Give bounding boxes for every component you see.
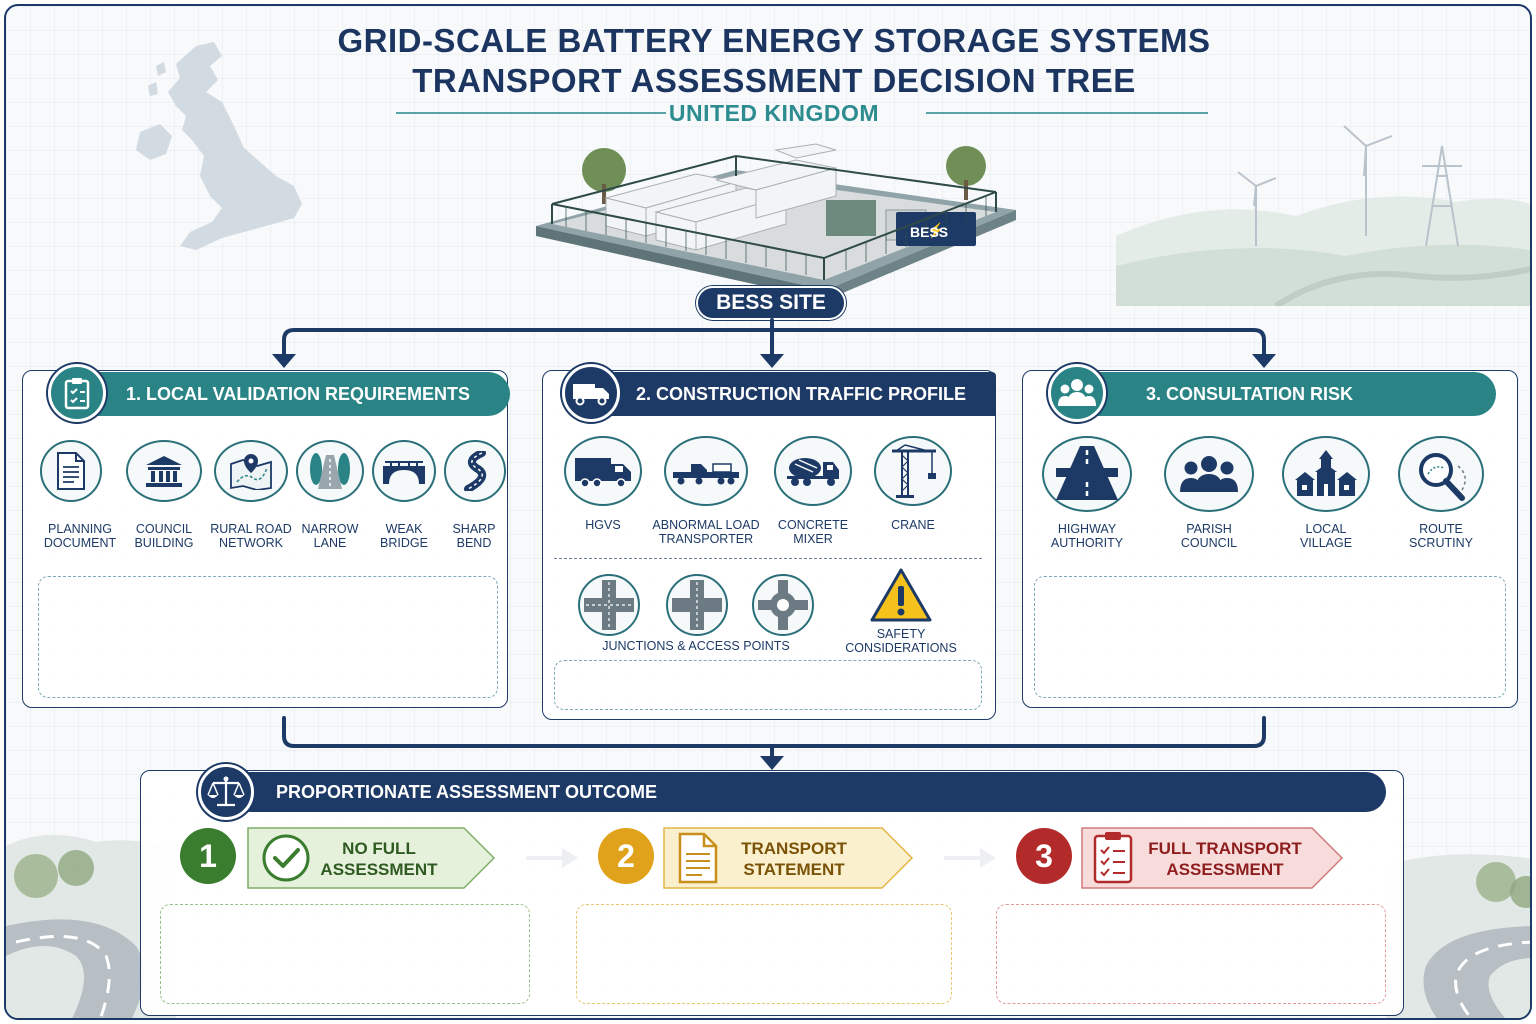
village-icon <box>1282 436 1370 512</box>
magnifier-icon <box>1398 436 1484 512</box>
warning-icon <box>870 568 932 622</box>
crane-icon <box>874 436 952 506</box>
page-title-line-1: GRID-SCALE BATTERY ENERGY STORAGE SYSTEM… <box>337 22 1211 59</box>
truck-icon <box>562 364 620 422</box>
document-icon <box>40 440 102 502</box>
road-left-decoration <box>6 834 176 1018</box>
item-hgvs: HGVs <box>585 518 621 532</box>
item-crane: CRANE <box>891 518 935 532</box>
map-pin-icon <box>214 440 288 502</box>
statement-icon <box>678 832 718 884</box>
step-2-number: 2 <box>598 828 654 884</box>
construction-traffic-panel <box>542 370 996 720</box>
local-validation-banner: 1. LOCAL VALIDATION REQUIREMENTS <box>74 372 510 416</box>
step-1-number: 1 <box>180 828 236 884</box>
traffic-notes-box <box>554 660 982 710</box>
bess-sign-text: BESS <box>910 224 949 240</box>
step-2-notes-box <box>576 904 952 1004</box>
construction-traffic-title: 2. CONSTRUCTION TRAFFIC PROFILE <box>636 383 966 404</box>
step-3-number: 3 <box>1016 828 1072 884</box>
local-validation-panel <box>22 370 508 708</box>
checklist-icon <box>1093 832 1133 884</box>
local-validation-title: 1. LOCAL VALIDATION REQUIREMENTS <box>126 383 471 404</box>
step-1-card <box>247 827 496 889</box>
step-2-card <box>663 827 914 889</box>
page-title-line-2: TRANSPORT ASSESSMENT DECISION TREE <box>412 62 1136 99</box>
check-icon <box>262 834 310 882</box>
junctions-access-points-label: JUNCTIONS & ACCESS POINTS <box>602 639 790 653</box>
step-3-card <box>1081 827 1344 889</box>
subtitle-rule-left <box>396 112 666 114</box>
people-icon <box>1048 364 1106 422</box>
countryside-landscape <box>1116 125 1530 306</box>
scales-icon <box>198 764 254 820</box>
outcome-banner: PROPORTIONATE ASSESSMENT OUTCOME <box>226 772 1386 812</box>
uk-map-icon <box>136 42 302 250</box>
consultation-risk-banner: 3. CONSULTATION RISK <box>1076 372 1496 416</box>
step-3-notes-box <box>996 904 1386 1004</box>
council-building-icon <box>126 440 202 502</box>
road-right-decoration <box>1386 854 1530 1018</box>
consultation-notes-box <box>1034 576 1506 698</box>
junction-icon <box>666 574 728 636</box>
narrow-lane-icon <box>296 440 364 502</box>
crossroads-icon <box>578 574 640 636</box>
highway-icon <box>1042 436 1132 512</box>
bridge-icon <box>372 440 436 502</box>
bess-site-illustration: ⚡ <box>536 143 1016 300</box>
local-validation-notes-box <box>38 576 498 698</box>
outcome-title: PROPORTIONATE ASSESSMENT OUTCOME <box>276 781 658 802</box>
page-subtitle: UNITED KINGDOM <box>668 100 880 126</box>
svg-text:⚡: ⚡ <box>927 222 944 239</box>
consultation-risk-panel <box>1022 370 1518 708</box>
construction-traffic-banner: 2. CONSTRUCTION TRAFFIC PROFILE <box>586 372 996 416</box>
low-loader-icon <box>664 436 748 506</box>
subtitle-rule-right <box>926 112 1208 114</box>
step-1-notes-box <box>160 904 530 1004</box>
hgv-icon <box>564 436 642 506</box>
infographic-frame: GRID-SCALE BATTERY ENERGY STORAGE SYSTEM… <box>4 4 1532 1020</box>
sharp-bend-icon <box>444 440 506 502</box>
clipboard-icon <box>48 364 106 422</box>
roundabout-icon <box>752 574 814 636</box>
group-icon <box>1164 436 1254 512</box>
concrete-mixer-icon <box>774 436 852 506</box>
consultation-risk-title: 3. CONSULTATION RISK <box>1146 383 1353 404</box>
traffic-divider <box>554 558 982 559</box>
